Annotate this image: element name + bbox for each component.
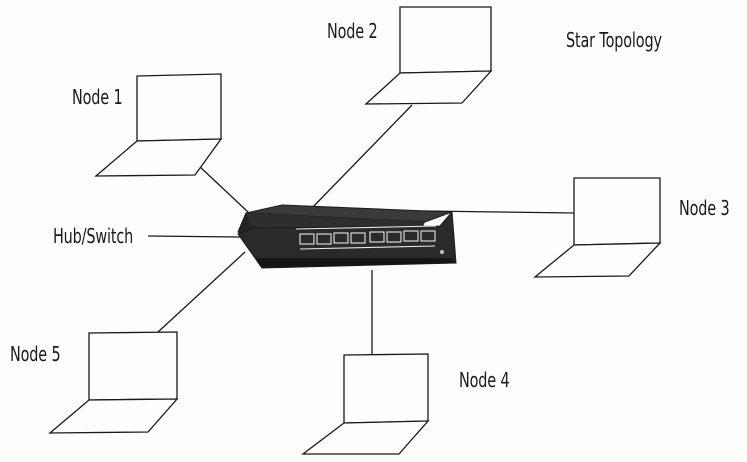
- laptop-icon-node-2: [364, 6, 493, 105]
- node-5-label: Node 5: [10, 342, 61, 366]
- diagram-title: Star Topology: [566, 28, 662, 52]
- node-2-label: Node 2: [327, 19, 378, 43]
- link-node-2: [309, 104, 413, 211]
- switch-ports: [295, 225, 437, 250]
- laptop-icon-node-4: [301, 353, 430, 455]
- laptop-icon-node-3: [533, 177, 662, 278]
- node-4-label: Node 4: [459, 368, 510, 392]
- link-node-5: [157, 251, 246, 333]
- hub-switch-label: Hub/Switch: [53, 224, 134, 248]
- link-hub-label: [147, 235, 241, 238]
- node-3-label: Node 3: [679, 196, 730, 220]
- laptop-icon-node-5: [48, 331, 179, 434]
- laptop-icon-node-1: [94, 73, 223, 177]
- network-switch-icon: [237, 204, 457, 269]
- link-node-3: [424, 210, 576, 214]
- link-node-1: [197, 164, 249, 213]
- node-1-label: Node 1: [72, 85, 123, 109]
